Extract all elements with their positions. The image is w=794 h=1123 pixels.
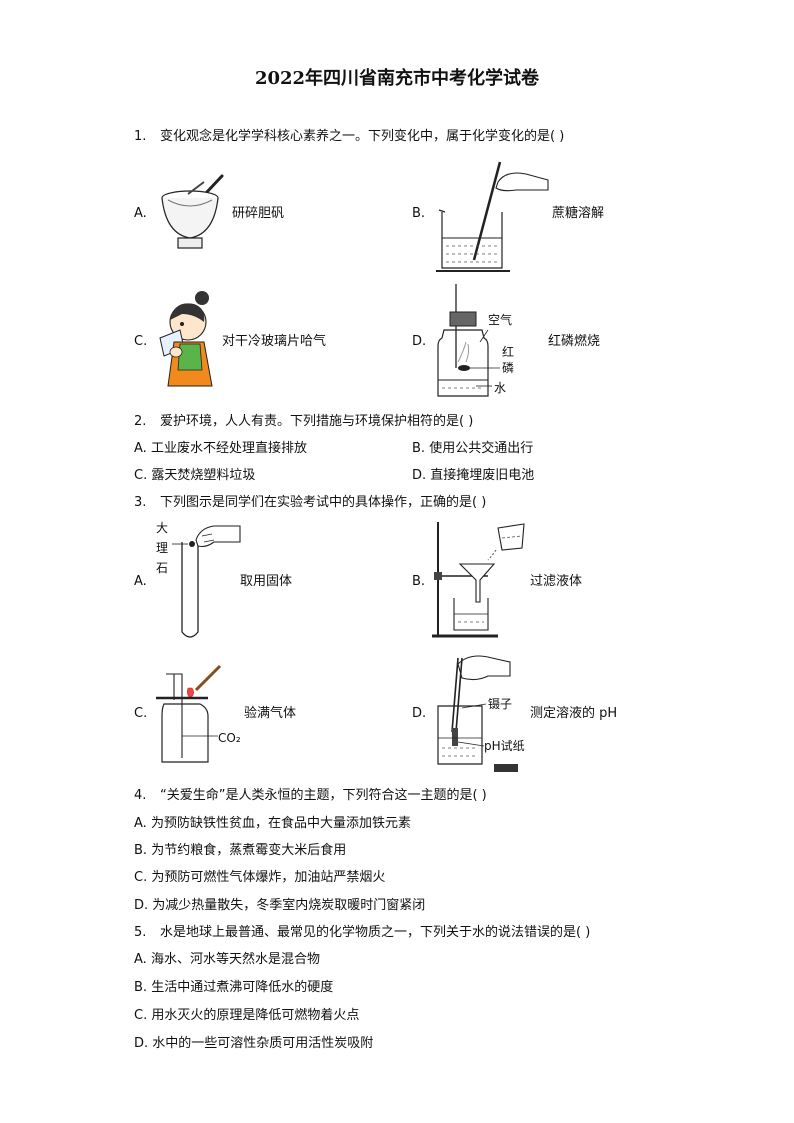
q1-stem: 变化观念是化学学科核心素养之一。下列变化中，属于化学变化的是( ) (160, 129, 565, 144)
q2-number: 2. (134, 414, 147, 429)
q4-option-b: B. 为节约粮食，蒸煮霉变大米后食用 (134, 843, 347, 858)
q3-option-a-letter: A. (134, 574, 147, 589)
q2-option-d: D. 直接掩埋废旧电池 (412, 468, 535, 483)
q5-option-b: B. 生活中通过煮沸可降低水的硬度 (134, 980, 334, 995)
mortar-pestle-figure (161, 174, 224, 249)
q5-option-c: C. 用水灭火的原理是降低可燃物着火点 (134, 1008, 360, 1023)
taking-solid-test-tube-figure: 大 理 石 (156, 521, 241, 638)
q3-option-d-letter: D. (412, 706, 427, 721)
q2-stem: 爱护环境，人人有责。下列措施与环境保护相符的是( ) (160, 414, 474, 429)
tweezers-label: 镊子 (488, 697, 512, 711)
q5-option-d: D. 水中的一些可溶性杂质可用活性炭吸附 (134, 1036, 374, 1051)
q4-stem: “关爱生命”是人类永恒的主题，下列符合这一主题的是( ) (160, 788, 487, 803)
q1-option-a-letter: A. (134, 206, 147, 221)
marble-label-3: 石 (156, 561, 168, 575)
q3-option-b-text: 过滤液体 (530, 574, 583, 589)
q3-option-b-letter: B. (412, 574, 426, 589)
q3-option-a-text: 取用固体 (240, 574, 293, 589)
q1-option-d-text: 红磷燃烧 (548, 334, 601, 349)
q1-option-b-letter: B. (412, 206, 426, 221)
q3-stem: 下列图示是同学们在实验考试中的具体操作，正确的是( ) (160, 495, 487, 510)
q4-option-a: A. 为预防缺铁性贫血，在食品中大量添加铁元素 (134, 816, 411, 831)
q1-option-a-text: 研碎胆矾 (232, 206, 285, 221)
sugar-dissolving-beaker-figure (436, 161, 549, 272)
q1-number: 1. (134, 129, 147, 144)
page-title: 2022年四川省南充市中考化学试卷 (254, 68, 540, 89)
q1-option-c-text: 对干冷玻璃片哈气 (222, 334, 327, 349)
q3-number: 3. (134, 495, 147, 510)
q4-number: 4. (134, 788, 147, 803)
q2-option-b: B. 使用公共交通出行 (412, 441, 534, 456)
q3-option-c-text: 验满气体 (244, 706, 297, 721)
marble-label-1: 大 (156, 521, 168, 535)
water-label: 水 (494, 381, 506, 395)
co2-label: CO₂ (218, 731, 241, 745)
q1-option-c-letter: C. (134, 334, 148, 349)
q5-number: 5. (134, 925, 147, 940)
q4-option-c: C. 为预防可燃性气体爆炸，加油站严禁烟火 (134, 870, 386, 885)
q2-option-c: C. 露天焚烧塑料垃圾 (134, 468, 256, 483)
co2-checking-full-bottle-figure: CO₂ (156, 664, 241, 763)
ph-paper-label: pH试纸 (484, 738, 525, 753)
q4-option-d: D. 为减少热量散失，冬季室内烧炭取暖时门窗紧闭 (134, 898, 426, 913)
q3-option-d-text: 测定溶液的 pH (530, 706, 618, 721)
q1-option-b-text: 蔗糖溶解 (552, 206, 605, 221)
girl-breathing-on-glass-figure (159, 291, 213, 387)
red-label: 红 (502, 344, 514, 359)
marble-label-2: 理 (156, 541, 168, 555)
q5-stem: 水是地球上最普通、最常见的化学物质之一，下列关于水的说法错误的是( ) (160, 925, 591, 940)
q5-option-a: A. 海水、河水等天然水是混合物 (134, 952, 320, 967)
q3-option-c-letter: C. (134, 706, 148, 721)
q2-option-a: A. 工业废水不经处理直接排放 (134, 441, 307, 456)
ph-test-figure: 镊子 pH试纸 (437, 655, 525, 772)
filtering-apparatus-figure (432, 522, 525, 638)
red-phosphorus-burning-jar-figure: 空气 红 磷 水 (437, 284, 514, 397)
air-label: 空气 (488, 312, 512, 327)
q1-option-d-letter: D. (412, 334, 427, 349)
phosphorus-label: 磷 (502, 360, 514, 375)
